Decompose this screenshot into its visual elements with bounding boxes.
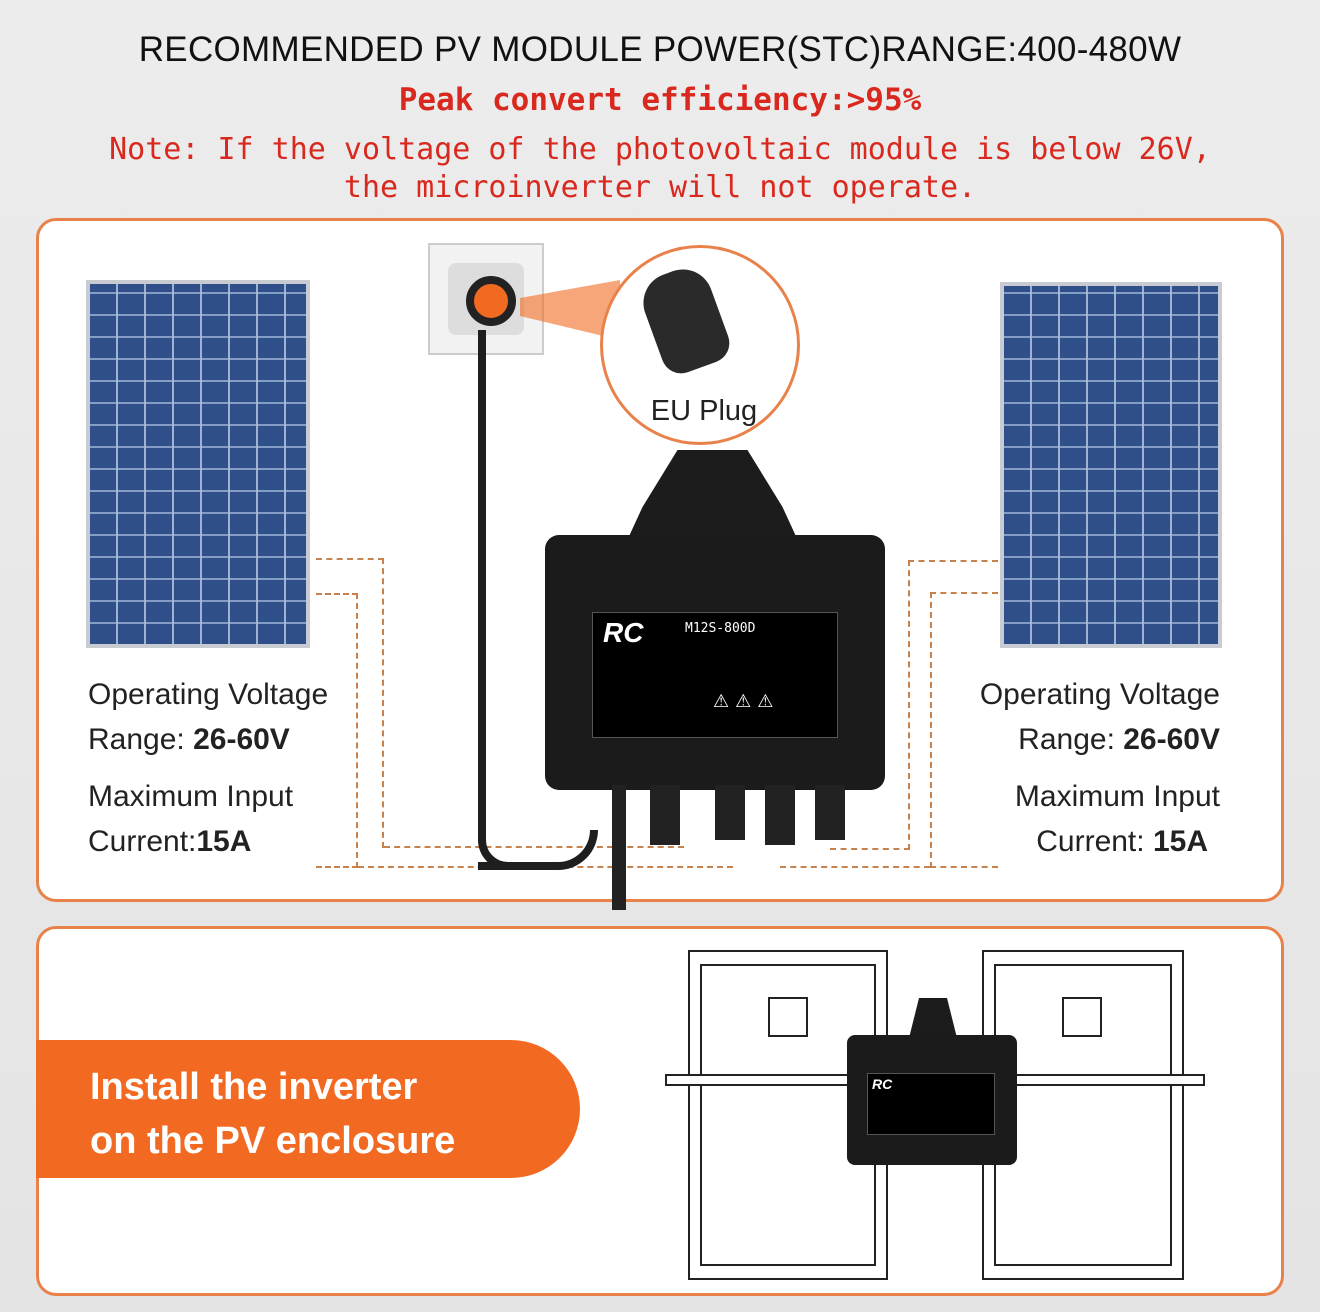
- left-spec: Operating Voltage Range: 26-60V Maximum …: [88, 678, 329, 858]
- mc4-connector: [715, 785, 745, 840]
- warning-icons: ⚠⚠⚠: [713, 691, 780, 711]
- cable-left-1: [316, 558, 384, 848]
- cable-right-1: [908, 560, 998, 850]
- solar-panel-right: [1000, 282, 1222, 648]
- cable-right-4: [830, 848, 910, 850]
- cable-left-2: [316, 593, 358, 868]
- model-number: M12S-800D: [685, 621, 756, 636]
- right-spec: Operating Voltage Range: 26-60V Maximum …: [979, 678, 1220, 858]
- eu-plug-label: EU Plug: [650, 395, 758, 427]
- note-line-1: Note: If the voltage of the photovoltaic…: [109, 132, 1211, 167]
- mc4-connector: [650, 785, 680, 845]
- install-banner: Install the inverter on the PV enclosure: [36, 1040, 580, 1178]
- microinverter-small: RC: [847, 1035, 1017, 1165]
- plug-head: [466, 276, 516, 326]
- cable-left-3: [384, 846, 684, 848]
- efficiency-text: Peak convert efficiency:>95%: [398, 82, 922, 118]
- mc4-connector: [815, 785, 845, 840]
- ac-cable: [612, 785, 626, 910]
- cable-right-3: [780, 866, 930, 868]
- note-line-2: the microinverter will not operate.: [343, 170, 977, 205]
- brand-logo: RC: [603, 617, 644, 648]
- junction-box-right: [1062, 997, 1102, 1037]
- cable-right-2: [930, 592, 998, 868]
- power-cable: [478, 330, 508, 870]
- mc4-connector: [765, 785, 795, 845]
- junction-box-left: [768, 997, 808, 1037]
- page-title: RECOMMENDED PV MODULE POWER(STC)RANGE:40…: [138, 30, 1182, 69]
- inverter-label: RC M12S-800D ⚠⚠⚠: [592, 612, 838, 738]
- solar-panel-left: [86, 280, 310, 648]
